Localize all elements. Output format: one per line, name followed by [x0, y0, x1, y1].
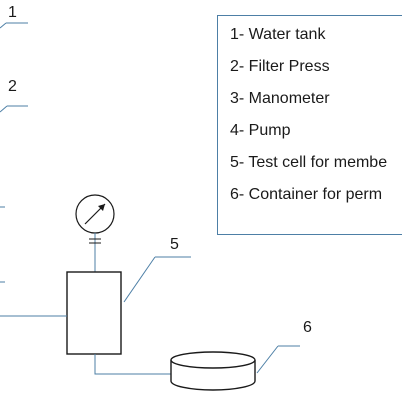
permeate-pipe	[94, 354, 171, 375]
test-cell	[66, 271, 122, 355]
legend-item: 5- Test cell for membe	[230, 154, 388, 171]
callout-2-leader	[0, 105, 8, 113]
manometer-arrowhead	[98, 204, 105, 211]
callout-2-label: 2	[8, 78, 17, 95]
legend-item: 4- Pump	[230, 122, 291, 139]
callout-5-leader	[123, 256, 156, 303]
callout-6-label: 6	[303, 319, 312, 336]
legend-item: 1- Water tank	[230, 26, 326, 43]
legend-item: 6- Container for perm	[230, 186, 383, 203]
callout-6-leader	[256, 345, 279, 374]
callout-1-label: 1	[8, 4, 17, 21]
callout-1-leader	[0, 22, 7, 29]
legend-item: 3- Manometer	[230, 90, 330, 107]
legend-box: 1- Water tank 2- Filter Press 3- Manomet…	[217, 15, 402, 235]
container-rim	[170, 351, 256, 369]
manometer	[75, 194, 115, 272]
permeate-container	[170, 351, 256, 391]
callout-5-label: 5	[170, 236, 179, 253]
legend-item: 2- Filter Press	[230, 58, 330, 75]
legend-list: 1- Water tank 2- Filter Press 3- Manomet…	[218, 16, 402, 216]
